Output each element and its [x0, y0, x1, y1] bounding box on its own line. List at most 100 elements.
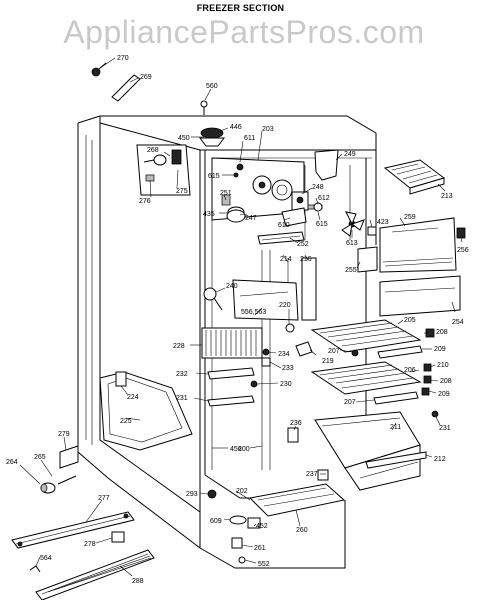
callout-268: 268	[147, 147, 159, 154]
part-278	[111, 531, 125, 543]
callout-203: 203	[262, 126, 274, 133]
screw-552	[238, 556, 246, 564]
callout-288: 288	[132, 578, 144, 585]
handle-224	[115, 371, 127, 387]
callout-230: 230	[280, 381, 292, 388]
shelf-206	[310, 361, 422, 395]
callout-216: 216	[300, 256, 312, 263]
part-609	[229, 515, 247, 525]
callout-200: 200	[238, 446, 250, 453]
grille-252	[257, 231, 305, 245]
channel-216	[301, 257, 317, 321]
handle-212	[365, 451, 427, 469]
door-liner-225	[99, 371, 193, 451]
callout-209-upper: 209	[434, 346, 446, 353]
callout-254: 254	[452, 319, 464, 326]
rail-207b	[373, 391, 419, 405]
callout-552: 552	[258, 561, 270, 568]
part-233	[261, 357, 271, 367]
callout-275: 275	[176, 188, 188, 195]
callout-labels: 270 269 560 446 450 611 203 268 249 615 …	[6, 55, 469, 585]
callout-231-left: 231	[176, 395, 188, 402]
callout-270: 270	[117, 55, 129, 62]
ice-bin-259	[379, 217, 457, 273]
callout-256: 256	[457, 247, 469, 254]
callout-225: 225	[120, 418, 132, 425]
callout-231-right: 231	[439, 425, 451, 432]
bracket-237	[317, 469, 329, 481]
rod-269	[111, 74, 141, 102]
callout-615-upper: 615	[208, 173, 220, 180]
rail-277	[11, 511, 135, 549]
panel-255	[357, 246, 378, 273]
callout-237: 237	[306, 471, 318, 478]
callout-236: 236	[290, 420, 302, 427]
clip-230	[250, 380, 258, 388]
callout-224: 224	[127, 394, 139, 401]
callout-446: 446	[230, 124, 242, 131]
callout-456: 456	[230, 446, 242, 453]
part-452	[247, 517, 261, 529]
fan-motor-248	[291, 191, 323, 212]
callout-208-upper: 208	[436, 329, 448, 336]
leader-lines	[19, 57, 463, 577]
screw-270	[91, 62, 107, 77]
cap-264	[40, 482, 56, 494]
callout-202: 202	[236, 488, 248, 495]
callout-556-563: 556,563	[241, 309, 266, 316]
callout-612: 612	[318, 195, 330, 202]
bracket-236	[287, 427, 299, 443]
bracket-256	[456, 227, 466, 239]
callout-564: 564	[40, 555, 52, 562]
callout-232: 232	[176, 371, 188, 378]
callout-228: 228	[173, 343, 185, 350]
callout-609: 609	[210, 518, 222, 525]
callout-293: 293	[186, 491, 198, 498]
callout-269: 269	[140, 74, 152, 81]
clip-231	[431, 410, 439, 418]
screw-560	[200, 100, 208, 115]
callout-207-upper: 207	[328, 348, 340, 355]
cabinet-body	[77, 115, 377, 569]
clip-423	[367, 226, 377, 236]
callout-265: 265	[34, 454, 46, 461]
callout-610: 610	[278, 222, 290, 229]
callout-233: 233	[282, 365, 294, 372]
clip-210	[423, 363, 432, 372]
callout-611: 611	[244, 135, 255, 142]
callout-251: 251	[220, 190, 232, 197]
callout-615-lower: 615	[316, 221, 328, 228]
kickplate-grille-288	[35, 549, 155, 600]
callout-452: 452	[256, 523, 268, 530]
rail-209a	[377, 345, 423, 359]
section-title: FREEZER SECTION	[196, 3, 285, 13]
callout-209-lower: 209	[438, 391, 450, 398]
callout-252: 252	[297, 241, 309, 248]
fan-blade-613	[341, 211, 365, 237]
callout-259: 259	[404, 214, 416, 221]
clip-293	[207, 489, 217, 499]
basket-211	[314, 411, 421, 491]
rail-231	[207, 395, 255, 407]
callout-240: 240	[226, 283, 238, 290]
callout-560: 560	[206, 83, 218, 90]
callout-214: 214	[280, 256, 292, 263]
callout-211: 211	[390, 424, 401, 431]
clip-261	[231, 537, 243, 549]
pin-265	[57, 475, 77, 485]
callout-249: 249	[344, 151, 356, 158]
callout-247: 247	[245, 215, 257, 222]
cover-plate-556	[232, 279, 299, 321]
drain-pan-260	[248, 483, 346, 517]
callout-207-lower: 207	[344, 399, 356, 406]
ice-tray-213	[383, 159, 446, 195]
clip-209b	[421, 387, 430, 396]
callout-220: 220	[279, 302, 291, 309]
callout-278: 278	[84, 541, 96, 548]
callout-276: 276	[139, 198, 151, 205]
evaporator-228	[201, 327, 263, 359]
callout-279: 279	[58, 431, 70, 438]
bracket-249	[314, 149, 339, 181]
drawer-254	[379, 275, 461, 317]
callout-255: 255	[345, 267, 357, 274]
